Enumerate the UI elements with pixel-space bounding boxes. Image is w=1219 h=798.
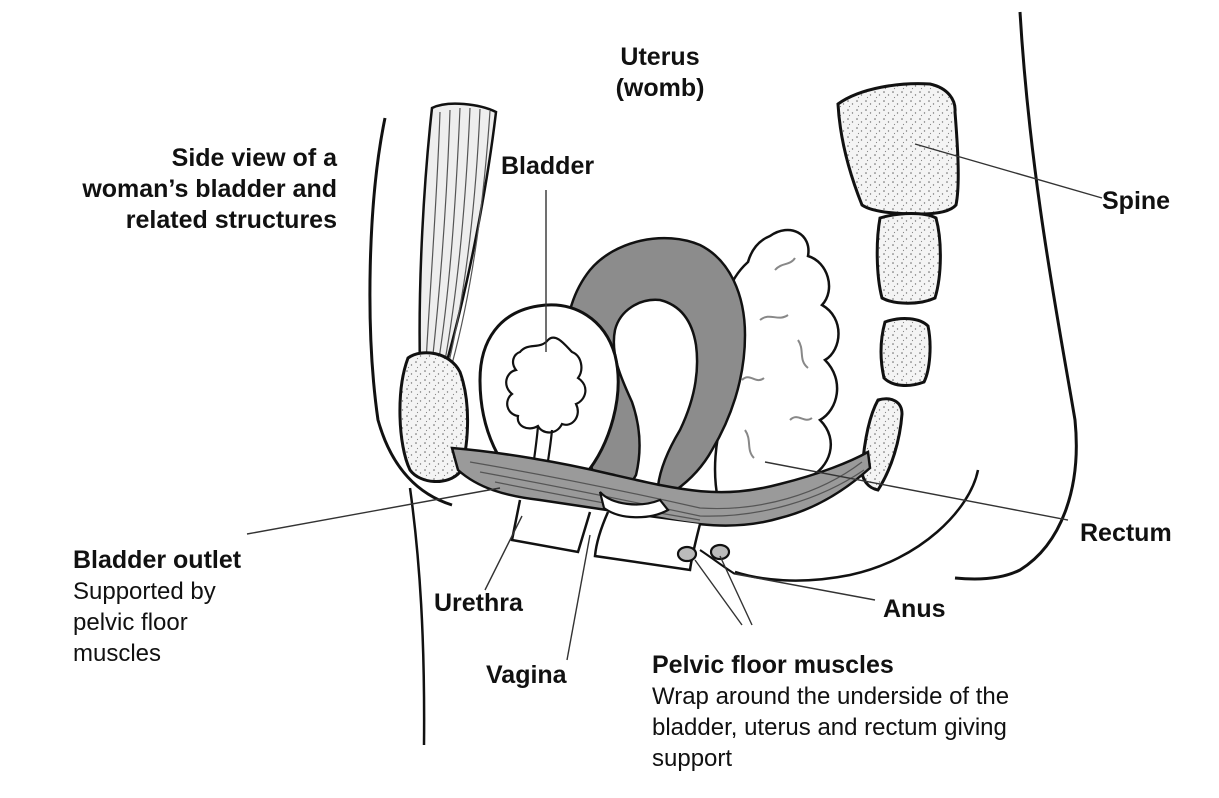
coccyx [862,399,902,490]
leader-pelvic-floor-2 [720,556,752,625]
label-urethra: Urethra [434,588,523,619]
label-bladder-outlet-desc-2: pelvic floor [73,607,241,638]
figure-title-line-3: related structures [0,205,337,236]
label-pelvic-floor-desc-2: bladder, uterus and rectum giving [652,712,1009,743]
label-pelvic-floor-desc-1: Wrap around the underside of the [652,681,1009,712]
leader-vagina [567,535,590,660]
vertebra-2 [877,214,940,304]
figure-title-line-1: Side view of a [0,143,337,174]
vertebra-1 [838,84,958,214]
label-bladder-outlet-title: Bladder outlet [73,545,241,576]
leader-pelvic-floor-1 [695,560,742,625]
figure-title: Side view of a woman’s bladder and relat… [0,143,337,236]
leader-bladder-outlet [247,488,500,534]
leader-urethra [485,516,522,590]
label-pelvic-floor: Pelvic floor muscles Wrap around the und… [652,650,1009,774]
back-outline [955,12,1076,579]
perineum-outline [410,488,424,745]
label-uterus: Uterus (womb) [605,42,715,104]
label-uterus-line-2: (womb) [605,73,715,104]
label-bladder-outlet: Bladder outlet Supported by pelvic floor… [73,545,241,669]
leader-anus [735,574,875,600]
label-bladder-outlet-desc-3: muscles [73,638,241,669]
label-uterus-line-1: Uterus [605,42,715,73]
figure-title-line-2: woman’s bladder and [0,174,337,205]
label-spine: Spine [1102,186,1170,217]
label-pelvic-floor-title: Pelvic floor muscles [652,650,1009,681]
urethra-lower [512,500,590,552]
vertebra-3 [881,319,930,386]
label-rectum: Rectum [1080,518,1172,549]
label-vagina: Vagina [486,660,567,691]
label-bladder: Bladder [501,151,594,182]
label-bladder-outlet-desc-1: Supported by [73,576,241,607]
label-pelvic-floor-desc-3: support [652,743,1009,774]
label-anus: Anus [883,594,946,625]
